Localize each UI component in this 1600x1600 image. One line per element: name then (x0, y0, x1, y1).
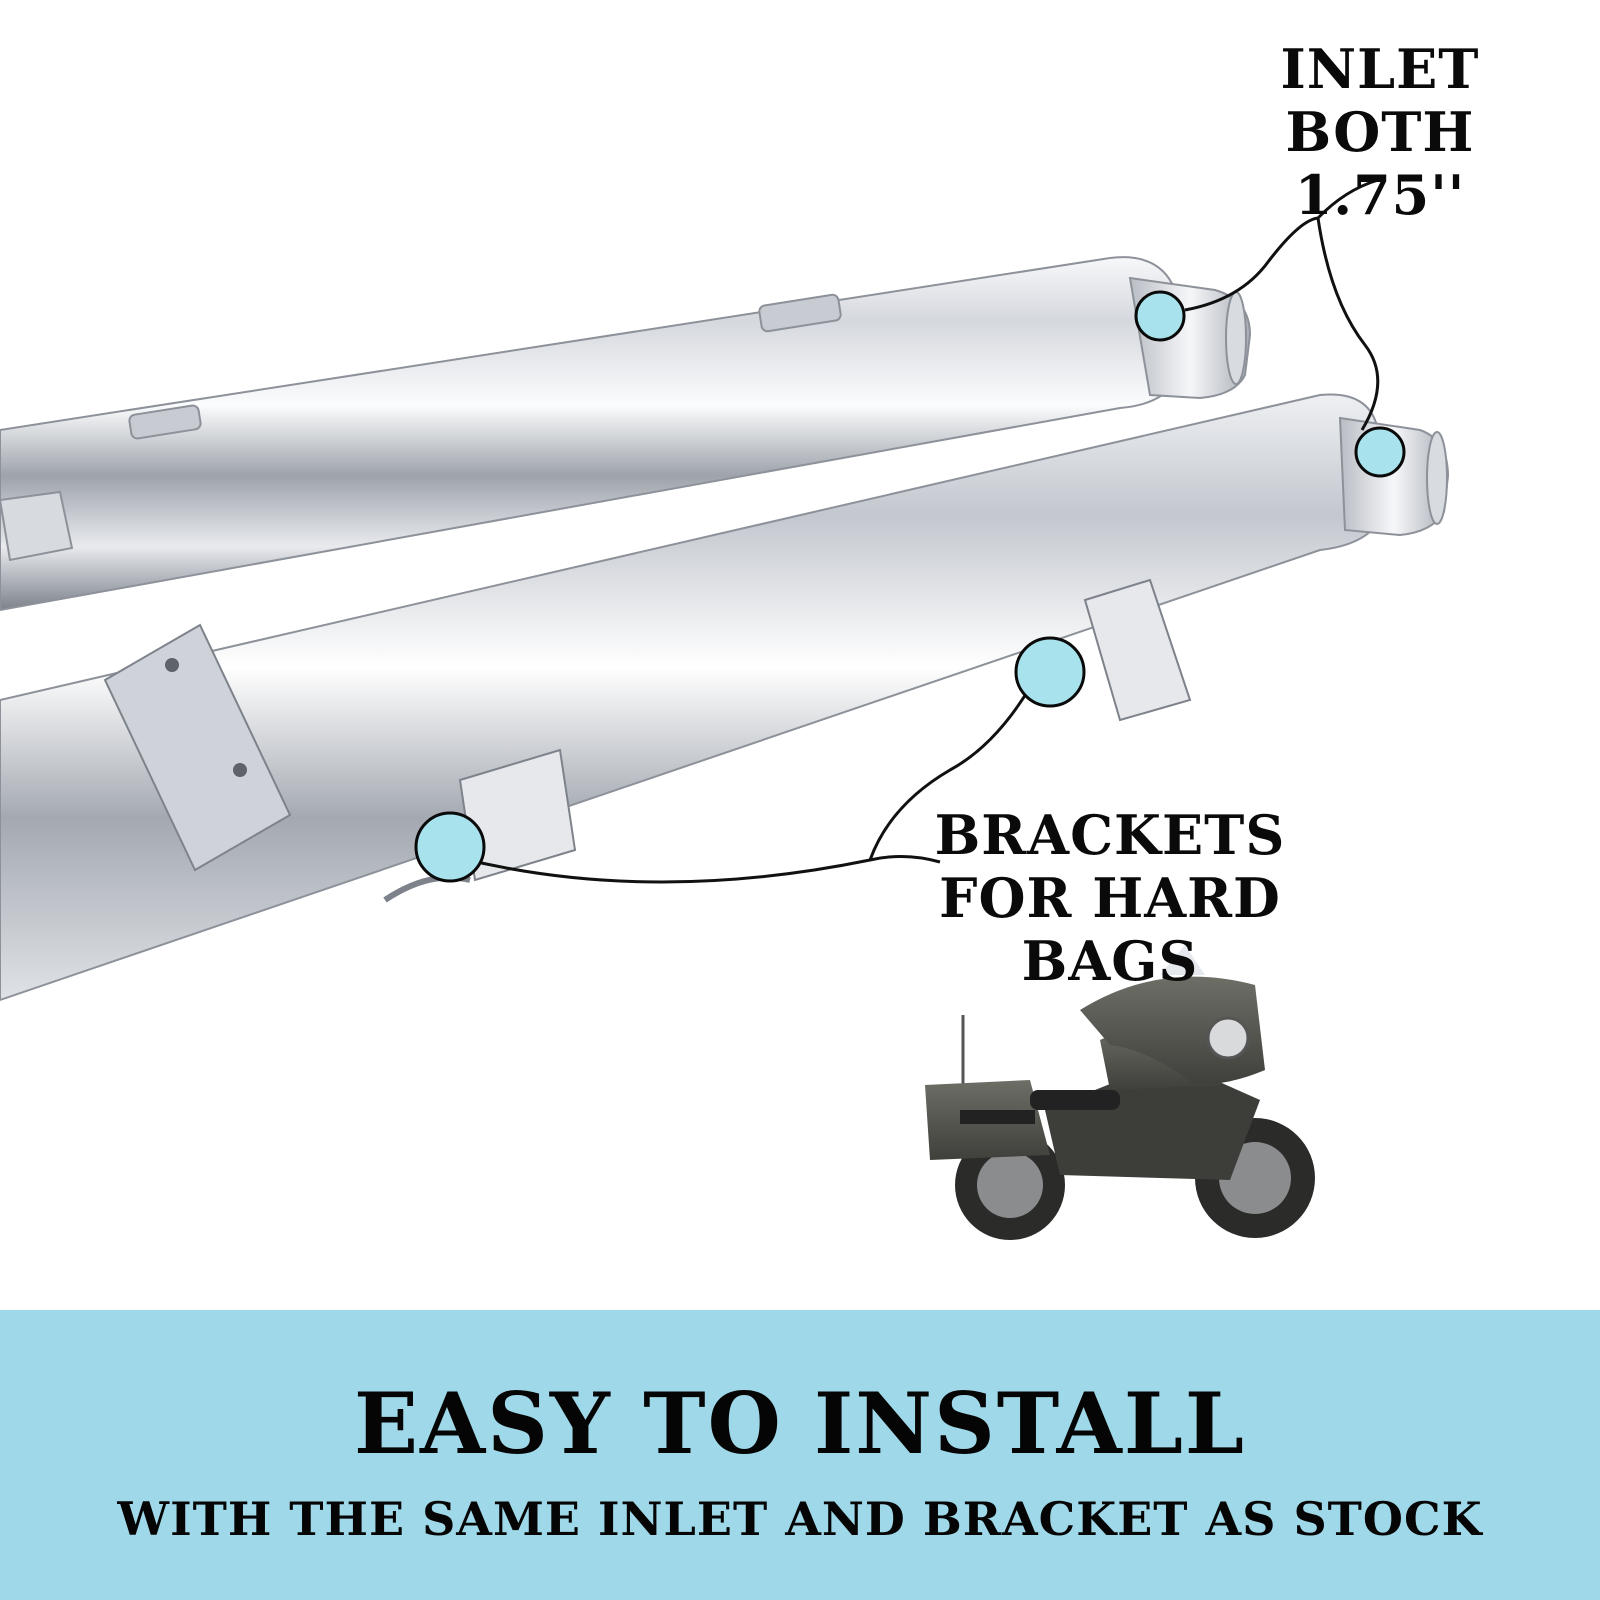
inlet-callout-line1: INLET BOTH (1280, 37, 1480, 165)
motorcycle-photo (925, 945, 1315, 1240)
inlet-marker-lower (1354, 426, 1406, 478)
lower-muffler (0, 393, 1450, 1002)
bracket-marker-upper (1014, 636, 1086, 708)
footer-banner: EASY TO INSTALL WITH THE SAME INLET AND … (0, 1310, 1600, 1600)
exhaust-muffler-illustration (0, 178, 1450, 1240)
callout-markers (414, 290, 1406, 883)
inlet-callout-label: INLET BOTH 1.75'' (1190, 37, 1570, 228)
brackets-callout-line1: BRACKETS (934, 803, 1286, 867)
inlet-callout-line2: 1.75'' (1294, 163, 1466, 228)
bracket-marker-lower (414, 811, 486, 883)
brackets-callout-line2: FOR HARD BAGS (939, 866, 1281, 994)
upper-muffler (0, 256, 1252, 612)
banner-subline: WITH THE SAME INLET AND BRACKET AS STOCK (117, 1492, 1483, 1546)
callout-lines (459, 178, 1380, 884)
banner-headline: EASY TO INSTALL (354, 1374, 1246, 1473)
inlet-marker-upper (1134, 290, 1186, 342)
brackets-callout-label: BRACKETS FOR HARD BAGS (870, 803, 1350, 994)
